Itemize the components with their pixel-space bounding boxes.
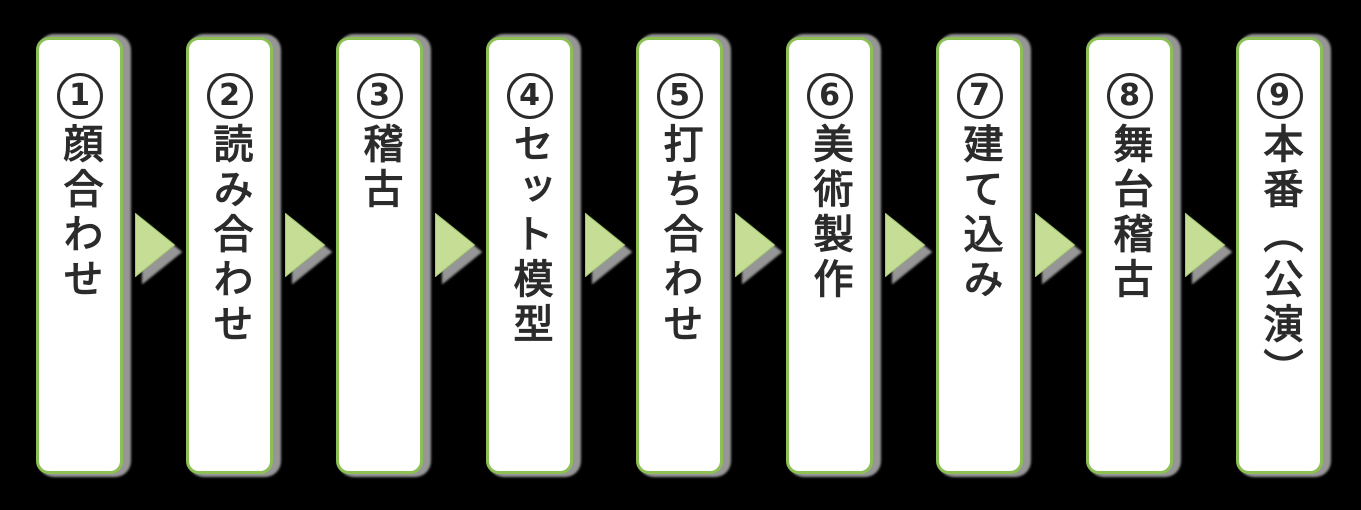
arrow-right-icon <box>584 213 625 277</box>
step-number: 9 <box>1269 78 1290 113</box>
step-number: 4 <box>519 78 540 113</box>
step-number-badge: 4 <box>506 73 553 119</box>
step-label: セット模型 <box>506 123 553 348</box>
step-label: 打ち合わせ <box>656 123 703 348</box>
step-number-badge: 8 <box>1106 73 1153 119</box>
process-flow: 1 顔合わせ 2 読み合わせ 3 稽古 4 セ <box>36 37 1323 474</box>
arrow-slot <box>1023 213 1086 277</box>
arrow-right-icon <box>734 213 775 277</box>
step-number: 1 <box>69 78 90 113</box>
step-box-6: 6 美術製作 <box>786 37 873 474</box>
step-box-2: 2 読み合わせ <box>186 37 273 474</box>
step-label: 建て込み <box>956 123 1003 303</box>
arrow-slot <box>723 213 786 277</box>
step-label: 稽古 <box>356 123 403 213</box>
step-number: 6 <box>819 78 840 113</box>
arrow-right-icon <box>884 213 925 277</box>
arrow-right-icon <box>1034 213 1075 277</box>
arrow-right-icon <box>1184 213 1225 277</box>
step-label: 顔合わせ <box>56 123 103 303</box>
step-number-badge: 3 <box>356 73 403 119</box>
step-number: 5 <box>669 78 690 113</box>
arrow-slot <box>423 213 486 277</box>
step-number-badge: 2 <box>206 73 253 119</box>
arrow-slot <box>573 213 636 277</box>
step-number-badge: 9 <box>1256 73 1303 119</box>
step-number: 2 <box>219 78 240 113</box>
arrow-slot <box>1173 213 1236 277</box>
step-box-7: 7 建て込み <box>936 37 1023 474</box>
step-number: 3 <box>369 78 390 113</box>
step-box-3: 3 稽古 <box>336 37 423 474</box>
arrow-slot <box>273 213 336 277</box>
step-number-badge: 5 <box>656 73 703 119</box>
arrow-slot <box>873 213 936 277</box>
step-box-1: 1 顔合わせ <box>36 37 123 474</box>
arrow-slot <box>123 213 186 277</box>
step-label: 読み合わせ <box>206 123 253 348</box>
step-box-8: 8 舞台稽古 <box>1086 37 1173 474</box>
step-box-9: 9 本番（公演） <box>1236 37 1323 474</box>
step-number-badge: 7 <box>956 73 1003 119</box>
arrow-right-icon <box>284 213 325 277</box>
step-label: 美術製作 <box>806 123 853 303</box>
arrow-right-icon <box>134 213 175 277</box>
step-label: 舞台稽古 <box>1106 123 1153 303</box>
step-number-badge: 1 <box>56 73 103 119</box>
step-number: 7 <box>969 78 990 113</box>
step-box-4: 4 セット模型 <box>486 37 573 474</box>
step-number-badge: 6 <box>806 73 853 119</box>
step-number: 8 <box>1119 78 1140 113</box>
arrow-right-icon <box>434 213 475 277</box>
step-label: 本番（公演） <box>1256 123 1303 393</box>
step-box-5: 5 打ち合わせ <box>636 37 723 474</box>
